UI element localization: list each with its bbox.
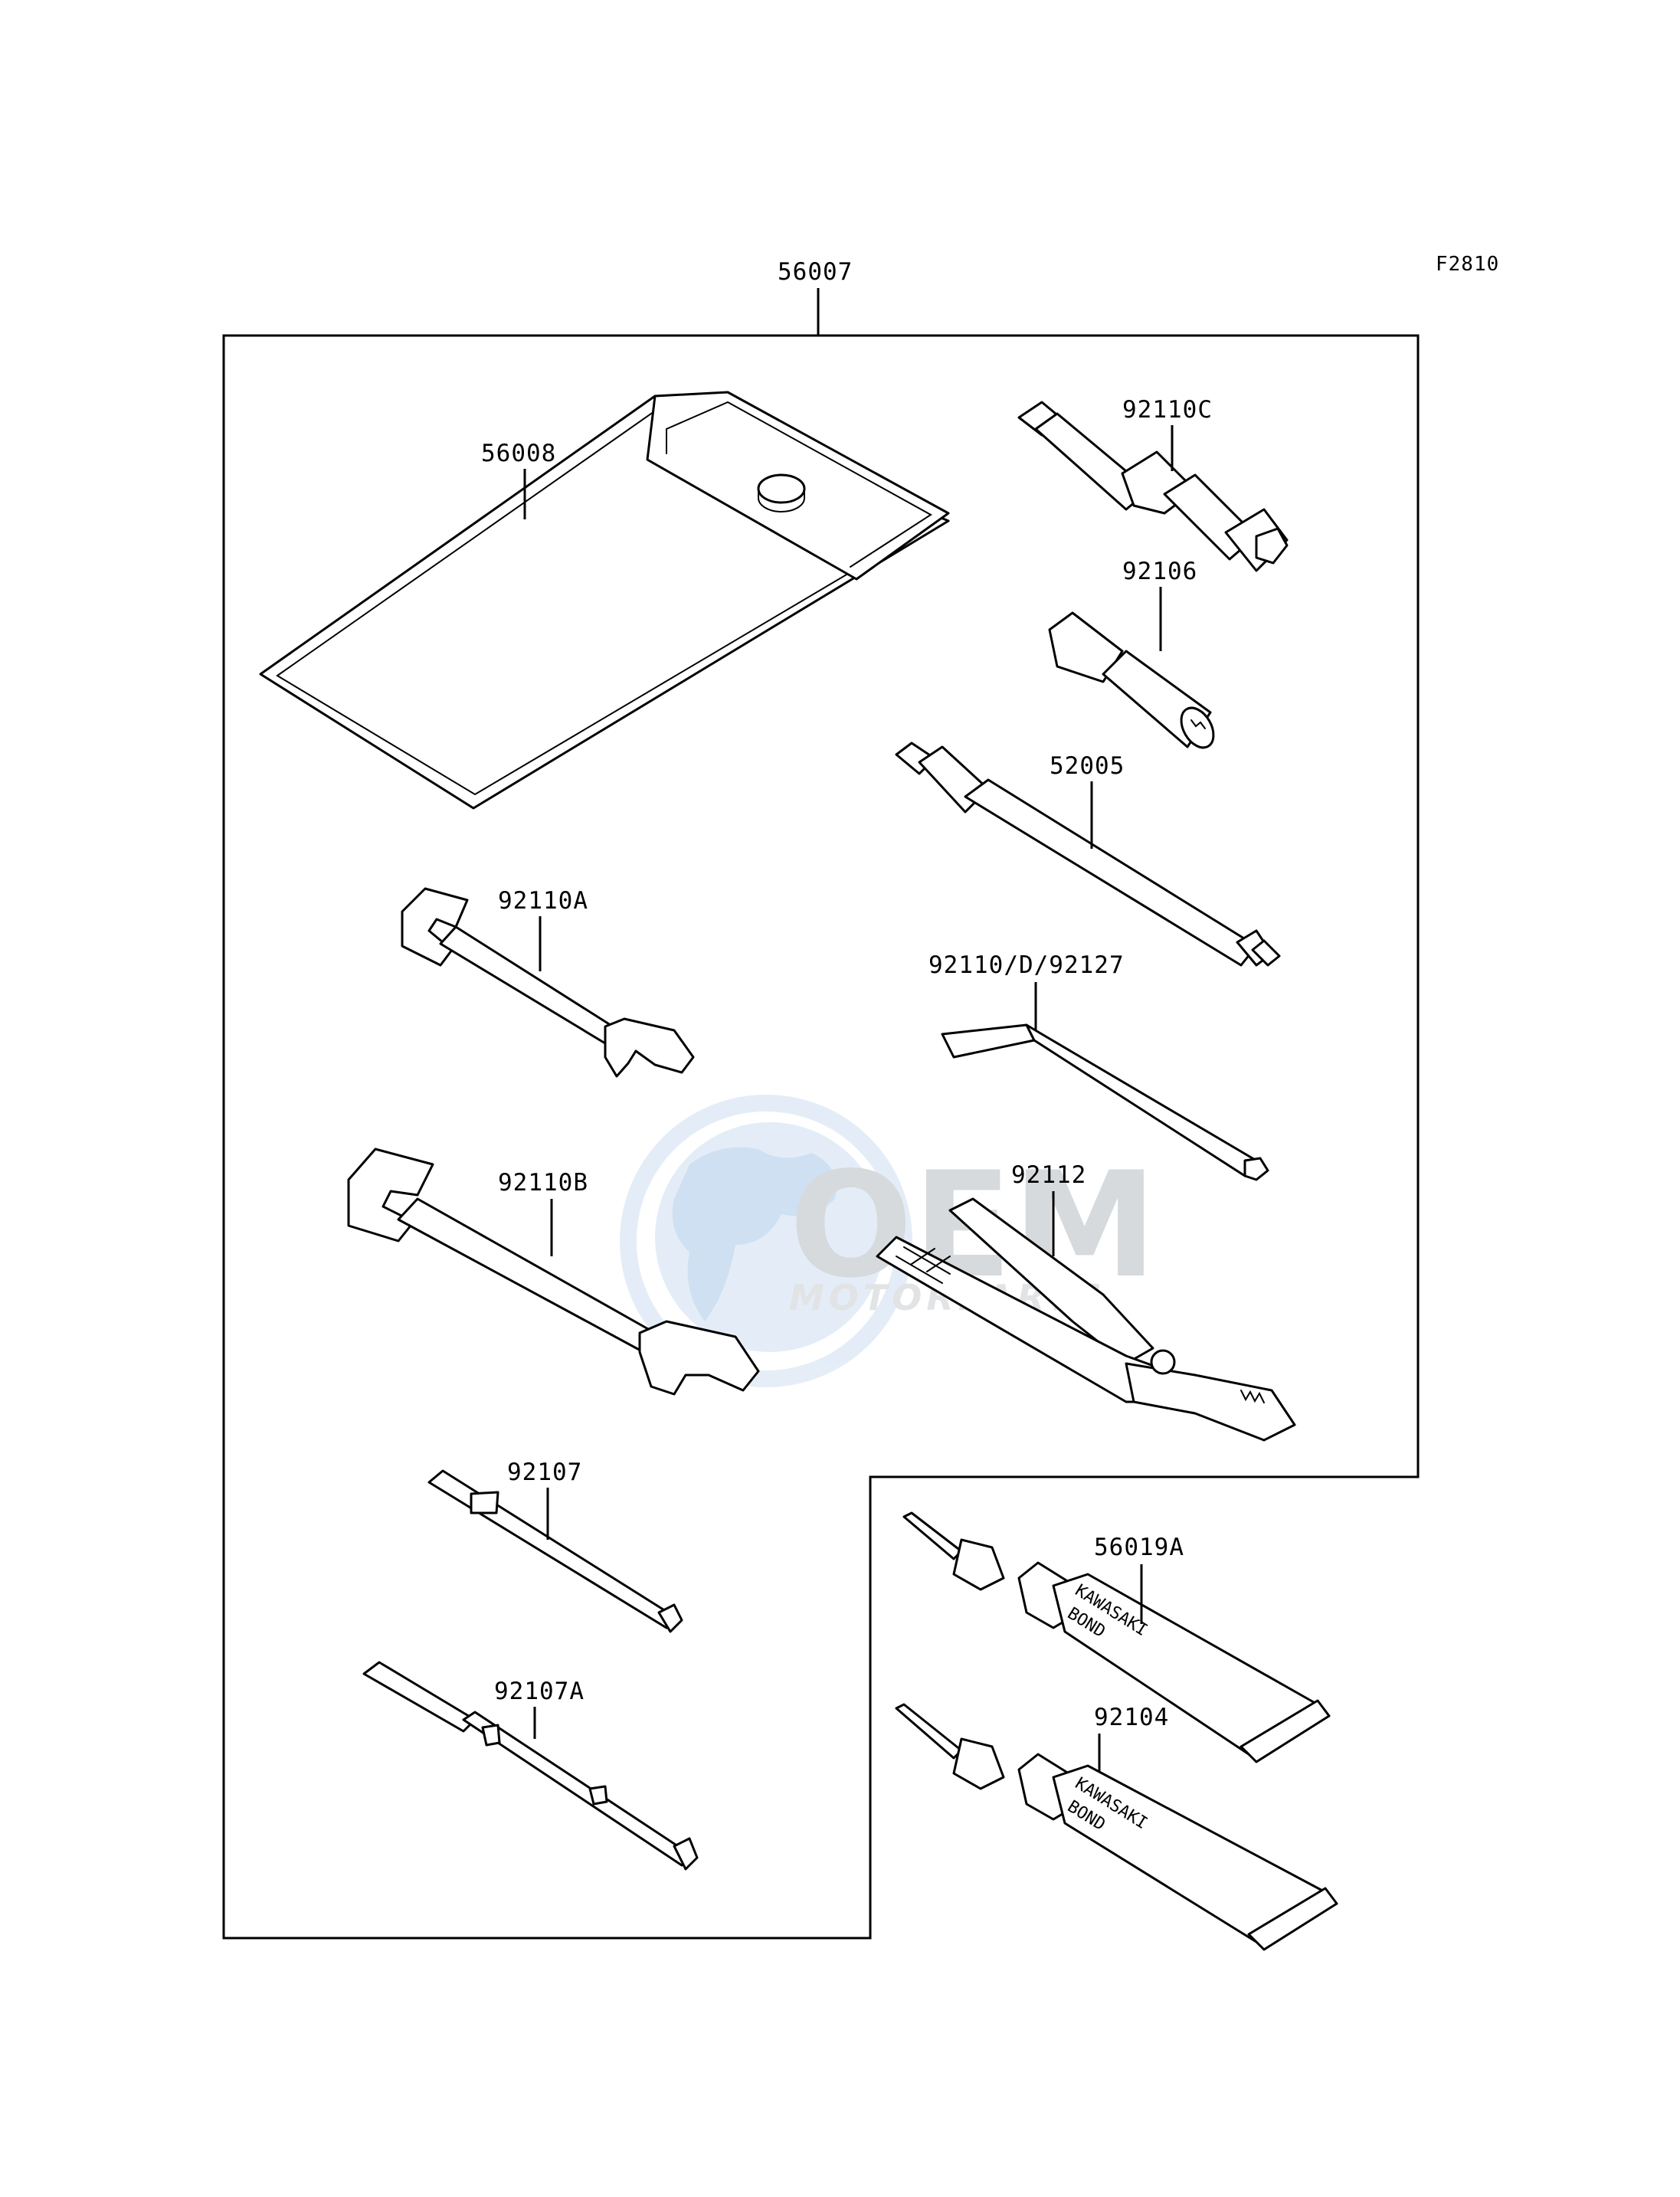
watermark-continents — [672, 1147, 837, 1321]
label-52005: 52005 — [1050, 752, 1125, 780]
label-92106: 92106 — [1122, 558, 1197, 585]
kawasaki-bond-92104: KAWASAKI BOND — [895, 1703, 1338, 1951]
label-56019a: 56019A — [1094, 1534, 1184, 1561]
label-56008: 56008 — [481, 440, 556, 467]
label-92110a: 92110A — [498, 887, 588, 915]
label-92107a: 92107A — [494, 1678, 585, 1705]
kit-outline — [222, 334, 1420, 1940]
label-92110-d-92127: 92110/D/92127 — [928, 951, 1125, 979]
label-92110c: 92110C — [1122, 396, 1213, 424]
wrench-92110b — [347, 1148, 760, 1396]
tire-gauge-52005 — [895, 742, 1281, 967]
tool-bag-56008 — [259, 391, 950, 810]
label-92107: 92107 — [507, 1459, 582, 1486]
socket-wrench-92110c — [1017, 401, 1289, 572]
label-92112: 92112 — [1011, 1161, 1086, 1189]
pliers-92112 — [876, 1197, 1296, 1442]
hex-wrench-92110-d-92127 — [941, 1023, 1269, 1181]
socket-adapter-92106 — [1048, 611, 1215, 749]
figure-code: F2810 — [1436, 253, 1499, 276]
label-92110b: 92110B — [498, 1169, 588, 1197]
screwdriver-bit-92107 — [427, 1469, 683, 1633]
label-92104: 92104 — [1094, 1704, 1169, 1731]
wrench-92110a — [401, 887, 695, 1078]
screwdriver-bit-92107a — [362, 1661, 699, 1871]
label-56007: 56007 — [778, 258, 853, 286]
